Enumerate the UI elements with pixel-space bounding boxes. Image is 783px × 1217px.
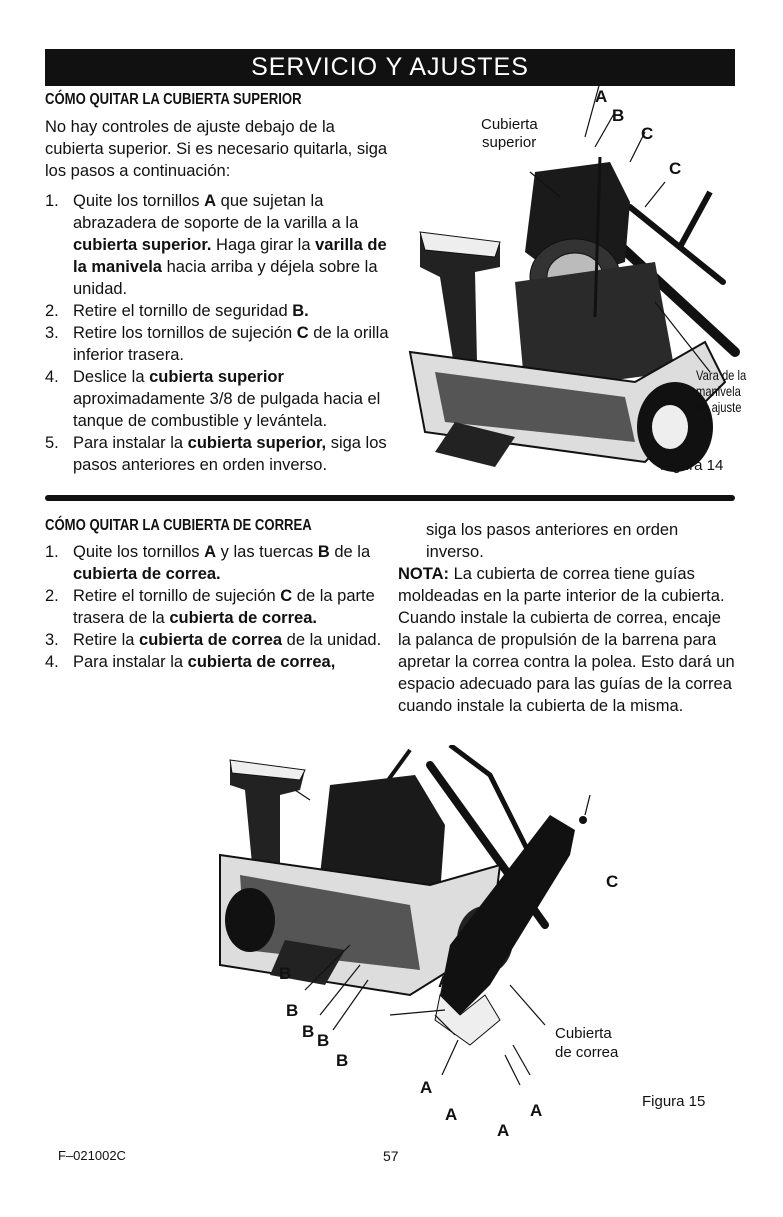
figure-14-caption: Figura 14 [660,457,724,474]
step-text: Para instalar la [73,434,188,452]
section-banner: SERVICIO Y AJUSTES [45,49,735,86]
fig15-label-a: A [438,972,451,991]
step-item: 1. Quite los tornillos A que sujetan la a… [45,190,390,300]
fig15-label-a: A [445,1105,458,1124]
step-number: 3. [45,631,59,649]
step-item: 3. Retire los tornillos de sujeción C de … [45,322,390,366]
section1-title: CÓMO QUITAR LA CUBIERTA SUPERIOR [45,91,302,108]
fig15-label-a: A [497,1121,510,1140]
section1-steps: 1. Quite los tornillos A que sujetan la a… [45,190,390,476]
nota-label: NOTA: [398,565,450,583]
step-number: 2. [45,302,59,320]
nota-paragraph: NOTA: La cubierta de correa tiene guías … [398,563,738,717]
fig15-label-de-correa: de correa [555,1044,619,1061]
step-number: 2. [45,587,59,605]
step-item: 4. Para instalar la cubierta de correa, [45,651,385,673]
step-item: 1.Quite los tornillos A y las tuercas B … [45,541,385,585]
step4-continuation: siga los pasos anteriores en orden inver… [426,521,679,561]
fig15-label-b: B [317,1031,330,1050]
fig14-label-c1: C [641,124,654,143]
fig14-label-a: A [595,87,608,106]
step-text: Deslice la [73,368,150,386]
section1-intro: No hay controles de ajuste debajo de la … [45,118,388,180]
fig14-label-vara3: de ajuste [696,399,742,415]
step-number: 4. [45,653,59,671]
fig15-label-a: A [420,1078,433,1097]
section2-steps-column: 1.Quite los tornillos A y las tuercas B … [45,541,385,673]
fig15-label-b: B [279,964,292,983]
step-text: siga los pasos anteriores en orden inver… [73,434,387,474]
step-number: 1. [45,543,59,561]
step-emphasis: A [204,192,217,210]
fig15-label-c: C [606,872,619,891]
step-text: aproximadamente 3/8 de pulgada hacia el … [73,390,381,430]
step-emphasis: cubierta de correa. [73,565,221,583]
section2-steps: 1.Quite los tornillos A y las tuercas B … [45,541,385,673]
figure-15-caption: Figura 15 [642,1093,706,1110]
fig14-label-cubierta: Cubierta [481,116,538,133]
step-item: 5. Para instalar la cubierta superior, si… [45,432,390,476]
section-divider [45,495,735,501]
nota-text: La cubierta de correa tiene guías moldea… [398,565,735,715]
step-text: hacia arriba y déjela sobre la unidad. [73,258,378,298]
step-text: de la [329,543,371,561]
step-number: 1. [45,192,59,210]
step-emphasis: C [296,324,309,342]
figure-14-illustration [408,82,740,472]
section2-title: CÓMO QUITAR LA CUBIERTA DE CORREA [45,517,312,534]
fig15-label-b: B [336,1051,349,1070]
step-text: Retire el tornillo de seguridad [73,302,293,320]
step-number: 4. [45,368,59,386]
fig14-label-c2: C [669,159,682,178]
step-text: de la orilla inferior trasera. [73,324,389,364]
fig14-label-vara1: Vara de la [696,367,747,383]
step-emphasis: cubierta superior [149,368,284,386]
step-emphasis: cubierta superior. [73,236,212,254]
step-item: 3. Retire la cubierta de correa de la uni… [45,629,385,651]
page-number: 57 [383,1148,399,1164]
step-emphasis: cubierta superior, [187,434,327,452]
step-text: de la parte trasera de la [73,587,375,627]
step-item: 2. Retire el tornillo de sujeción C de la… [45,585,385,629]
step-text: Retire el tornillo de sujeción [73,587,281,605]
step-text: Quite los tornillos [73,192,205,210]
step-text: Retire los tornillos de sujeción [73,324,297,342]
fig14-label-vara2: manivela [696,383,741,399]
step-text: Para instalar la [73,653,188,671]
step-emphasis: cubierta de correa [139,631,283,649]
fig15-label-a: A [530,1101,543,1120]
fig14-label-superior: superior [482,134,537,151]
step-item: 4. Deslice la cubierta superior aproximad… [45,366,390,432]
figure-15-illustration [219,745,591,1086]
section2-right-column: siga los pasos anteriores en orden inver… [398,519,738,717]
step-item: 2. Retire el tornillo de seguridad B. [45,300,390,322]
step-emphasis: varilla de la manivela [73,236,387,276]
fig15-label-b: B [286,1001,299,1020]
step-text: y las tuercas [216,543,318,561]
step-text: Quite los tornillos [73,543,205,561]
step-text: de la unidad. [282,631,382,649]
step-emphasis: B. [292,302,309,320]
step-emphasis: A [204,543,217,561]
step-emphasis: B [317,543,330,561]
belt-cover-drawing [219,745,591,1086]
step-number: 5. [45,434,59,452]
step-text: Retire la [73,631,140,649]
fig15-label-cubierta: Cubierta [555,1025,612,1042]
section1-body: No hay controles de ajuste debajo de la … [45,116,390,476]
step-text: Haga girar la [211,236,316,254]
step-emphasis: cubierta de correa, [187,653,336,671]
step-emphasis: C [280,587,293,605]
fig15-label-b: B [302,1022,315,1041]
step-number: 3. [45,324,59,342]
document-code: F–021002C [58,1148,126,1163]
fig14-label-b: B [612,106,625,125]
step-text: que sujetan la abrazadera de soporte de … [73,192,359,232]
step-emphasis: cubierta de correa. [169,609,317,627]
top-cover-drawing [408,82,740,472]
